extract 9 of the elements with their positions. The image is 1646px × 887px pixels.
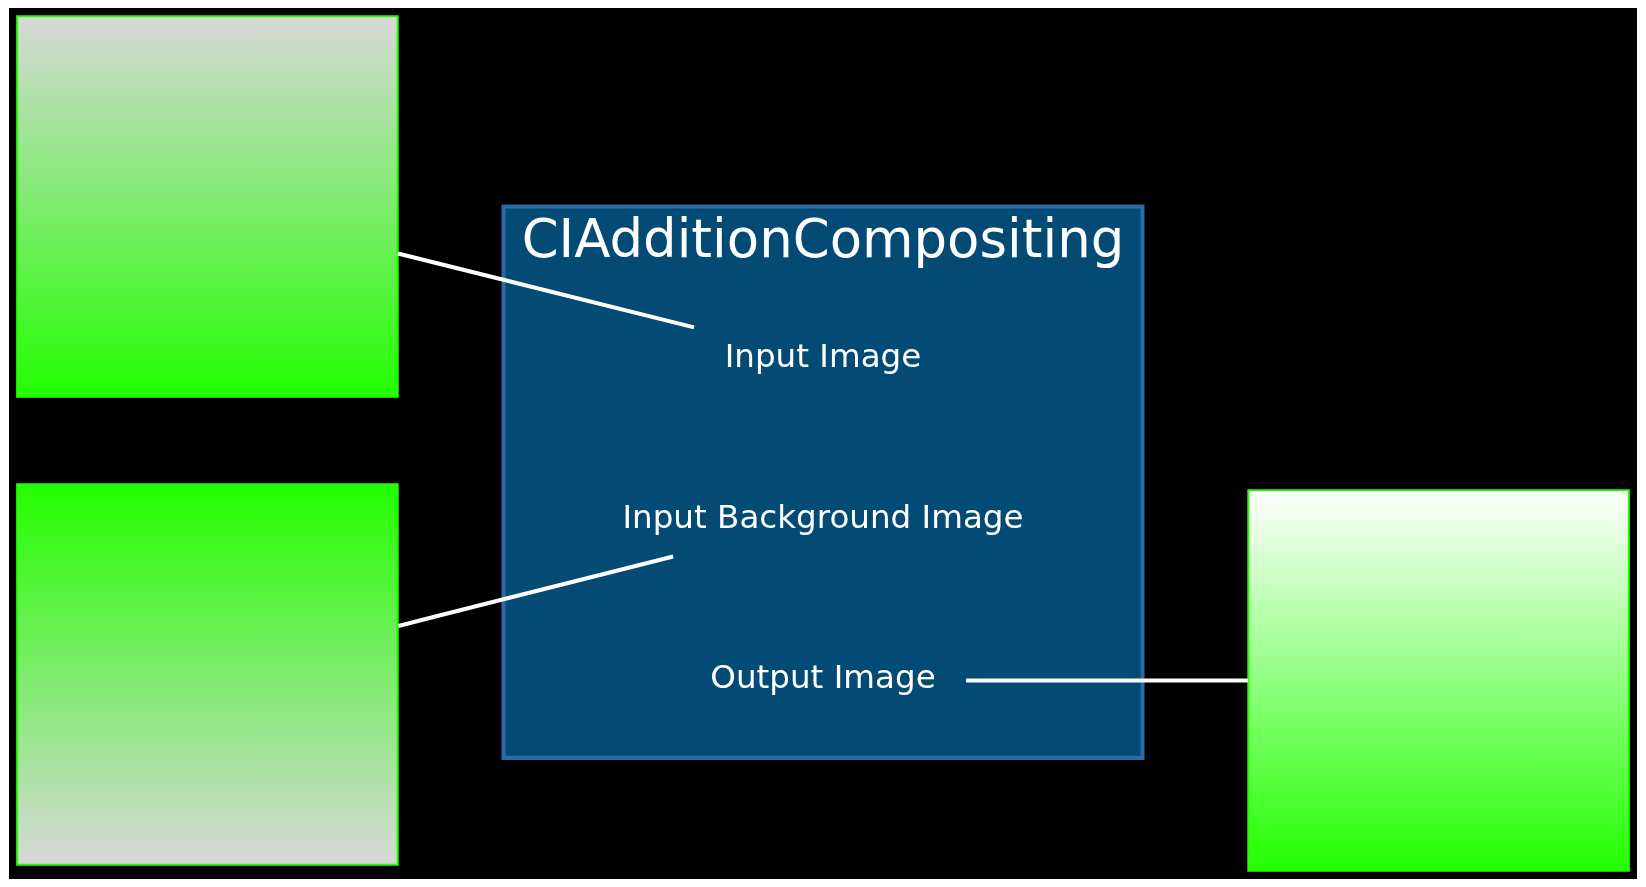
node-text: Input Image	[724, 336, 922, 375]
node-picture	[16, 15, 399, 398]
connector	[397, 251, 695, 330]
node-text: Output Image	[710, 658, 936, 697]
connector	[966, 678, 1249, 683]
node-picture	[1247, 489, 1630, 872]
node-picture	[16, 483, 399, 866]
node-text: Input Background Image	[622, 497, 1024, 536]
connector	[397, 554, 674, 628]
